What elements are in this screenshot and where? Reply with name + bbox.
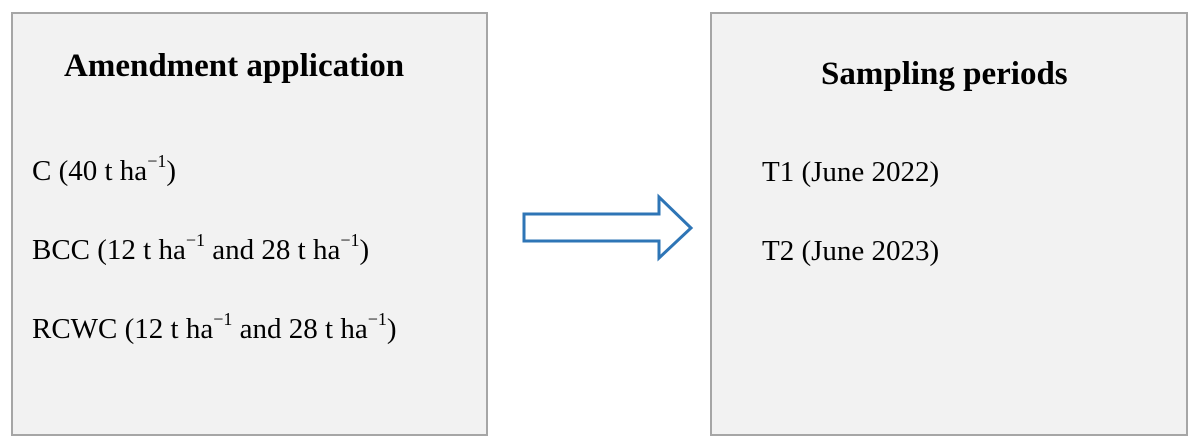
amendment-item-text: BCC (12 t ha — [32, 234, 186, 266]
amendment-application-box: Amendment application C (40 t ha−1) BCC … — [11, 12, 488, 436]
sampling-period-t2: T2 (June 2023) — [762, 235, 940, 267]
amendment-item-c: C (40 t ha−1) — [32, 152, 177, 187]
amendment-item-bcc: BCC (12 t ha−1 and 28 t ha−1) — [32, 231, 370, 266]
superscript: −1 — [147, 151, 167, 171]
sampling-period-t1: T1 (June 2022) — [762, 156, 940, 188]
sampling-periods-box: Sampling periods T1 (June 2022) T2 (June… — [710, 12, 1188, 436]
amendment-item-text: ) — [359, 234, 370, 266]
amendment-item-text: C (40 t ha — [32, 155, 148, 187]
superscript: −1 — [213, 309, 233, 329]
superscript: −1 — [185, 230, 206, 250]
amendment-item-text: RCWC (12 t ha — [32, 313, 214, 345]
superscript: −1 — [367, 309, 387, 329]
amendment-application-title: Amendment application — [64, 48, 405, 84]
right-arrow-icon — [522, 193, 694, 262]
sampling-periods-title: Sampling periods — [821, 56, 1068, 92]
amendment-item-text: ) — [166, 155, 177, 187]
superscript: −1 — [340, 230, 360, 250]
amendment-item-rcwc: RCWC (12 t ha−1 and 28 t ha−1) — [32, 310, 397, 345]
amendment-item-text: ) — [386, 313, 397, 345]
amendment-item-text: and 28 t ha — [232, 313, 368, 345]
amendment-item-text: and 28 t ha — [205, 234, 341, 266]
right-arrow-shape — [522, 193, 694, 262]
